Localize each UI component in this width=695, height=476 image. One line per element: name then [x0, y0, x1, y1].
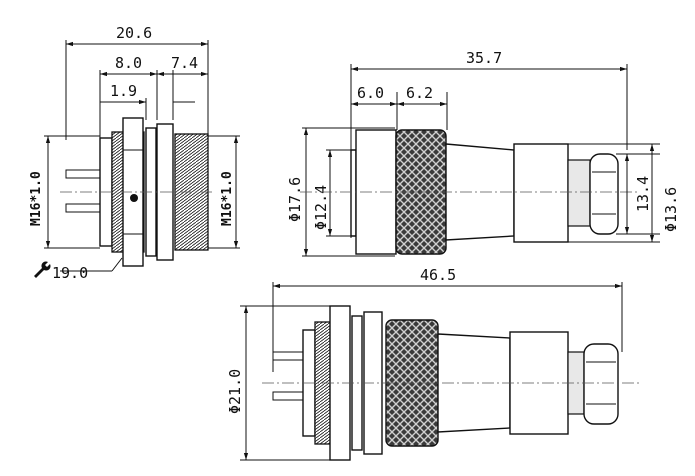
- plug-rear-body: [513, 143, 569, 243]
- cable-plug-view: 35.7 6.0 6.2 Φ17.6 Φ12.4 13.4 Φ13.6: [286, 49, 680, 257]
- cable-clamp: [589, 153, 619, 235]
- assembly-cable-clamp: [583, 343, 619, 425]
- panel-mount-view: 20.6 8.0 7.4 1.9 M16*1.0 M16*1.0: [29, 24, 240, 282]
- dim-plug-knurl: 6.2: [406, 84, 433, 102]
- wrench-icon: [34, 261, 51, 278]
- dim-plug-outer-diameter: Φ17.6: [286, 177, 304, 222]
- plug-contact-face: [350, 149, 357, 237]
- dim-thread-length: 8.0: [115, 54, 142, 72]
- dim-plug-length: 35.7: [466, 49, 502, 67]
- cable-clamp-base: [567, 159, 591, 227]
- dim-plug-front: 6.0: [357, 84, 384, 102]
- dim-rear-length: 7.4: [171, 54, 198, 72]
- dim-wrench-size: 19.0: [52, 264, 88, 282]
- dim-rear-diameter: Φ13.6: [662, 187, 680, 232]
- dim-thread-left: M16*1.0: [29, 171, 44, 226]
- dim-plug-inner-diameter: Φ12.4: [312, 185, 330, 230]
- pin-top: [65, 169, 101, 179]
- locator-dot: [130, 194, 138, 202]
- dim-flange-thickness: 1.9: [110, 82, 137, 100]
- dim-clamp-height: 13.4: [634, 176, 652, 212]
- assembly-pin-top: [272, 351, 304, 361]
- dim-thread-right: M16*1.0: [220, 171, 235, 226]
- assembly-pin-bottom: [272, 391, 304, 401]
- assembly-view: 46.5 Φ21.0: [226, 266, 640, 461]
- dim-assembly-diameter: Φ21.0: [226, 369, 244, 414]
- pin-bottom: [65, 203, 101, 213]
- dim-overall-length: 20.6: [116, 24, 152, 42]
- dim-assembly-length: 46.5: [420, 266, 456, 284]
